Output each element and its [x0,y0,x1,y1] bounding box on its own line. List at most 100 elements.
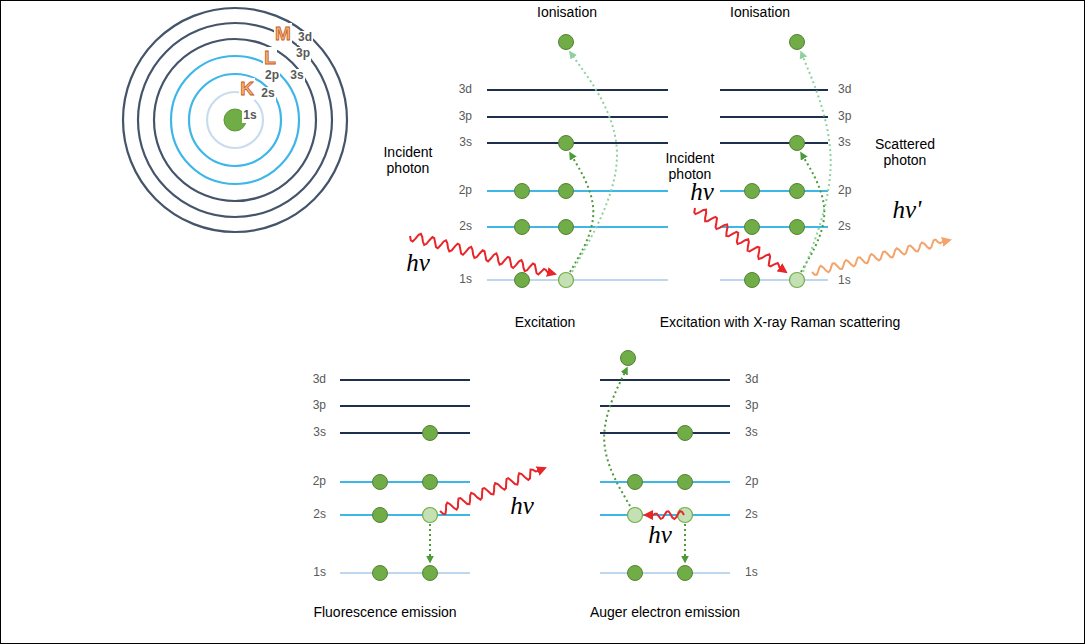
electron-hole [628,508,643,523]
shell-letter: L [263,47,277,69]
energy-level [340,514,470,516]
level-label: 3p [838,110,851,124]
photon-energy: hν [648,521,672,550]
electron [515,220,530,235]
electron-hole [423,508,438,523]
level-label: 2s [745,508,758,522]
energy-level [720,116,828,118]
electron [515,184,530,199]
electron [621,351,636,366]
energy-level [340,379,470,381]
transition-arrow [684,524,686,562]
energy-level [600,432,730,434]
electron [628,566,643,581]
energy-level [720,89,828,91]
photon-energy: hν' [893,196,922,225]
transition-arrow [570,52,617,272]
transition-arrow [801,153,824,272]
energy-level [720,190,828,192]
electron [559,35,574,50]
transition-arrow [604,368,630,506]
level-label: 2s [838,220,851,234]
level-label: 1s [459,273,472,287]
level-label: 3s [838,136,851,150]
energy-level [720,279,828,281]
electron [423,426,438,441]
level-label: 3s [459,136,472,150]
level-label: 3d [313,373,326,387]
electron [559,136,574,151]
shell-ring [189,74,281,166]
electron-hole [559,273,574,288]
orbital-label: 3s [289,69,304,83]
level-label: 3d [745,373,758,387]
energy-level [487,116,668,118]
level-label: 1s [313,566,326,580]
electron [790,35,805,50]
level-label: 3d [838,83,851,97]
panel-title: Auger electron emission [590,604,740,620]
energy-level [487,142,668,144]
energy-level [720,226,828,228]
orbital-label: 2s [260,87,275,101]
photon-wave [812,240,950,275]
energy-level [340,405,470,407]
energy-level [340,572,470,574]
level-label: 3d [459,83,472,97]
panel-title: Excitation [515,314,576,330]
shell-ring [154,39,316,201]
photon-energy: hν [690,178,714,207]
process-label: Ionisation [730,4,790,20]
electron [559,184,574,199]
orbital-label: 2p [264,69,280,83]
electron-hole [678,508,693,523]
electron [790,220,805,235]
transition-arrow [801,52,831,272]
electron [745,220,760,235]
level-label: 3p [745,399,758,413]
electron [423,566,438,581]
shell-ring [138,23,332,217]
panel-title: Fluorescence emission [313,604,456,620]
level-label: 2p [459,184,472,198]
electron [745,273,760,288]
electron [745,184,760,199]
level-label: 3s [745,426,758,440]
level-label: 2s [459,220,472,234]
level-label: 1s [745,566,758,580]
energy-level [600,481,730,483]
electron [628,475,643,490]
electron [790,184,805,199]
energy-level [600,379,730,381]
electron [559,220,574,235]
energy-level [340,481,470,483]
photon-wave [410,234,555,275]
transition-arrow [429,524,431,562]
electron [678,566,693,581]
electron [373,566,388,581]
energy-level [600,572,730,574]
photon-label: Incident photon [372,144,444,176]
level-label: 2s [313,508,326,522]
electron [373,475,388,490]
photon-label: Scattered photon [869,136,941,168]
energy-level [600,405,730,407]
shell-letter: M [274,23,292,45]
photon-wave [645,511,684,519]
electron [515,273,530,288]
level-label: 2p [313,475,326,489]
electron [373,508,388,523]
energy-level [487,89,668,91]
electron [423,475,438,490]
photon-energy: hν [510,492,534,521]
orbital-label: 1s [242,109,257,123]
process-label: Ionisation [537,4,597,20]
photon-label: Incident photon [654,150,726,182]
shell-ring [207,92,263,148]
shell-ring [123,8,347,232]
level-label: 1s [838,274,851,288]
electron-hole [790,273,805,288]
